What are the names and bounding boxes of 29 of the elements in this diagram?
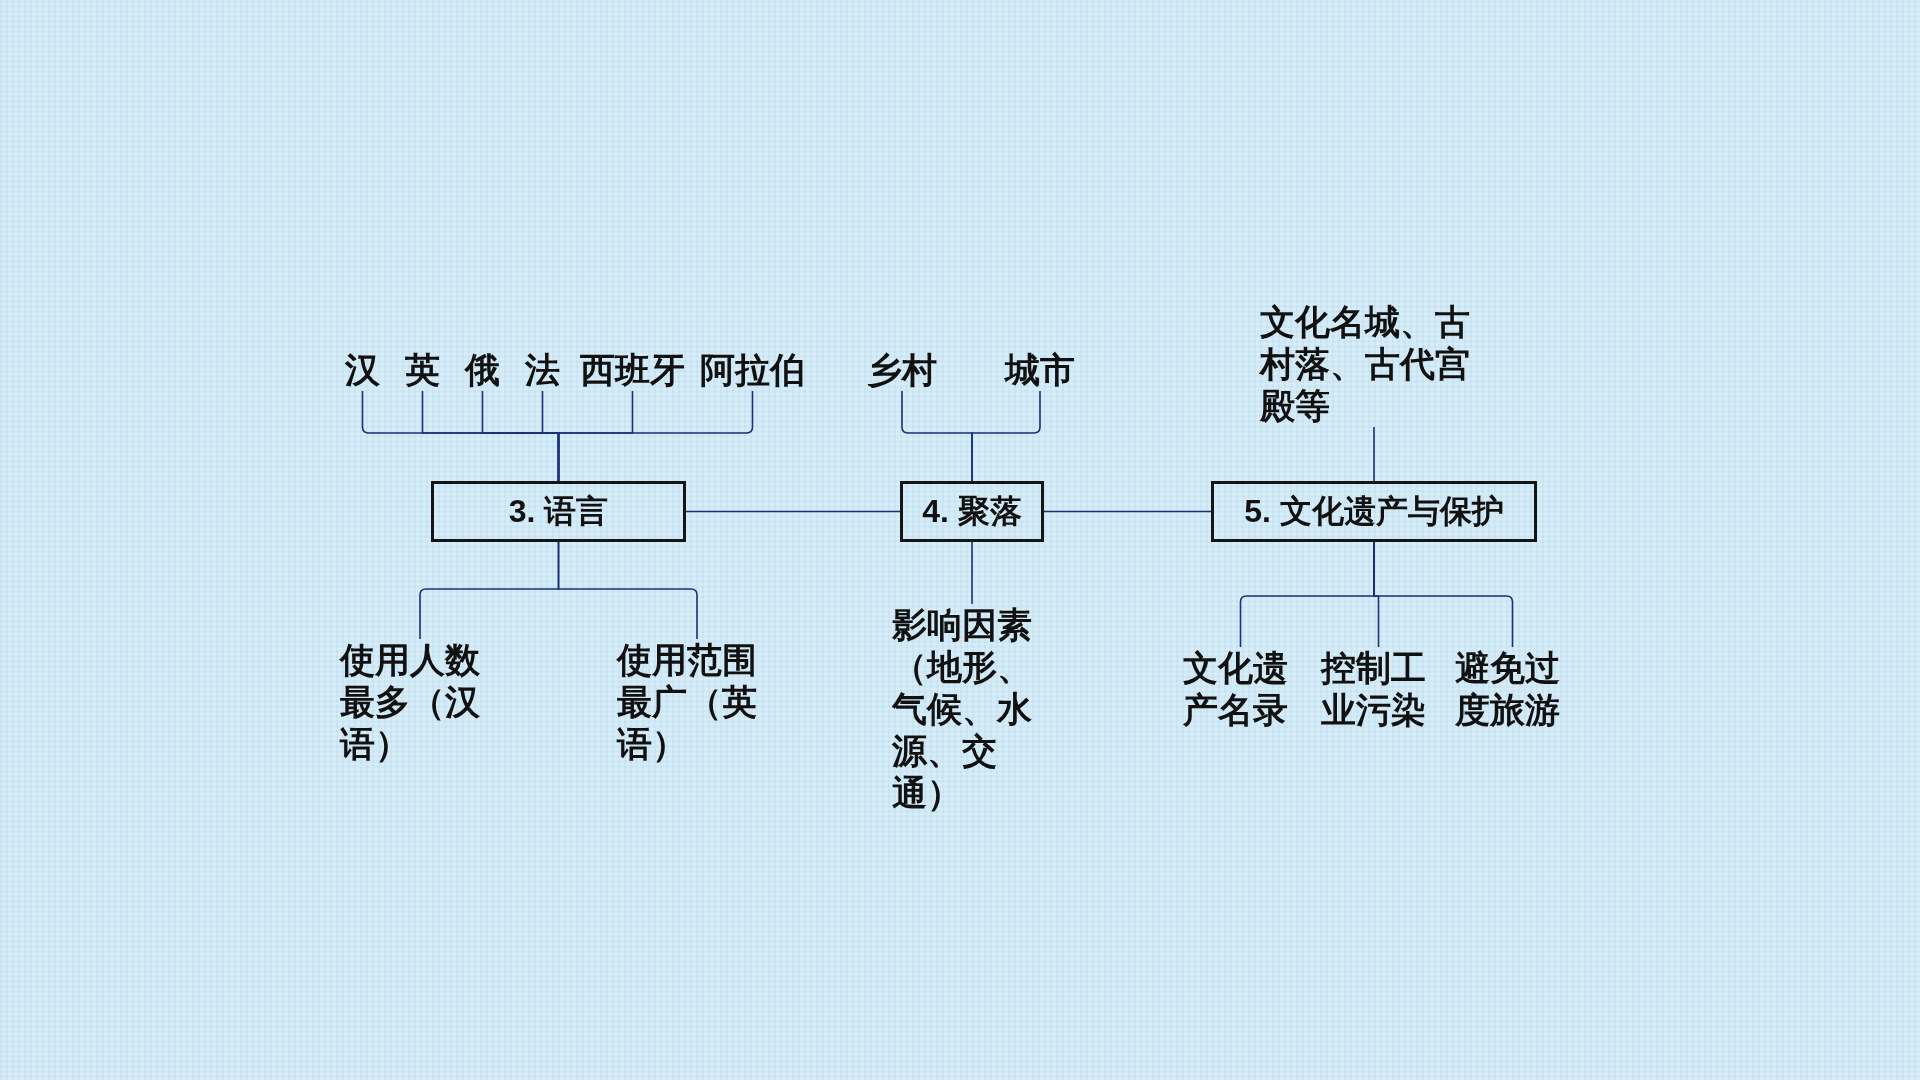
topic-title: 4. 聚落 (922, 492, 1022, 531)
topic-box (900, 481, 1044, 542)
topic-box (1211, 481, 1537, 542)
branch-label: 避免过度旅游 (1455, 647, 1570, 731)
branch-label: 汉 (345, 349, 380, 391)
connector-line (685, 510, 901, 513)
topic-title: 5. 文化遗产与保护 (1244, 492, 1504, 531)
branch-label: 俄 (465, 349, 500, 391)
connector-line (557, 541, 698, 640)
connector-line (1373, 426, 1375, 482)
topic-title: 3. 语言 (508, 492, 609, 531)
branch-label: 文化遗产名录 (1183, 647, 1298, 731)
branch-label: 英 (405, 349, 440, 391)
topic-box (431, 481, 686, 542)
branch-label: 文化名城、古村落、古代宫殿等 (1260, 301, 1482, 427)
branch-label: 控制工业污染 (1321, 647, 1436, 731)
branch-label: 城市 (1005, 349, 1075, 391)
branch-label: 西班牙 (580, 349, 685, 391)
connector-line (971, 390, 1041, 482)
connector-line (1373, 541, 1514, 648)
connector-line (1043, 510, 1212, 513)
branch-label: 法 (525, 349, 560, 391)
connector-line (557, 390, 754, 482)
branch-label: 使用范围最广（英语） (617, 639, 771, 765)
branch-label: 乡村 (867, 349, 937, 391)
branch-label: 使用人数最多（汉语） (340, 639, 494, 765)
connector-line (971, 541, 973, 605)
branch-label: 阿拉伯 (700, 349, 805, 391)
branch-label: 影响因素（地形、气候、水源、交通） (892, 604, 1042, 814)
